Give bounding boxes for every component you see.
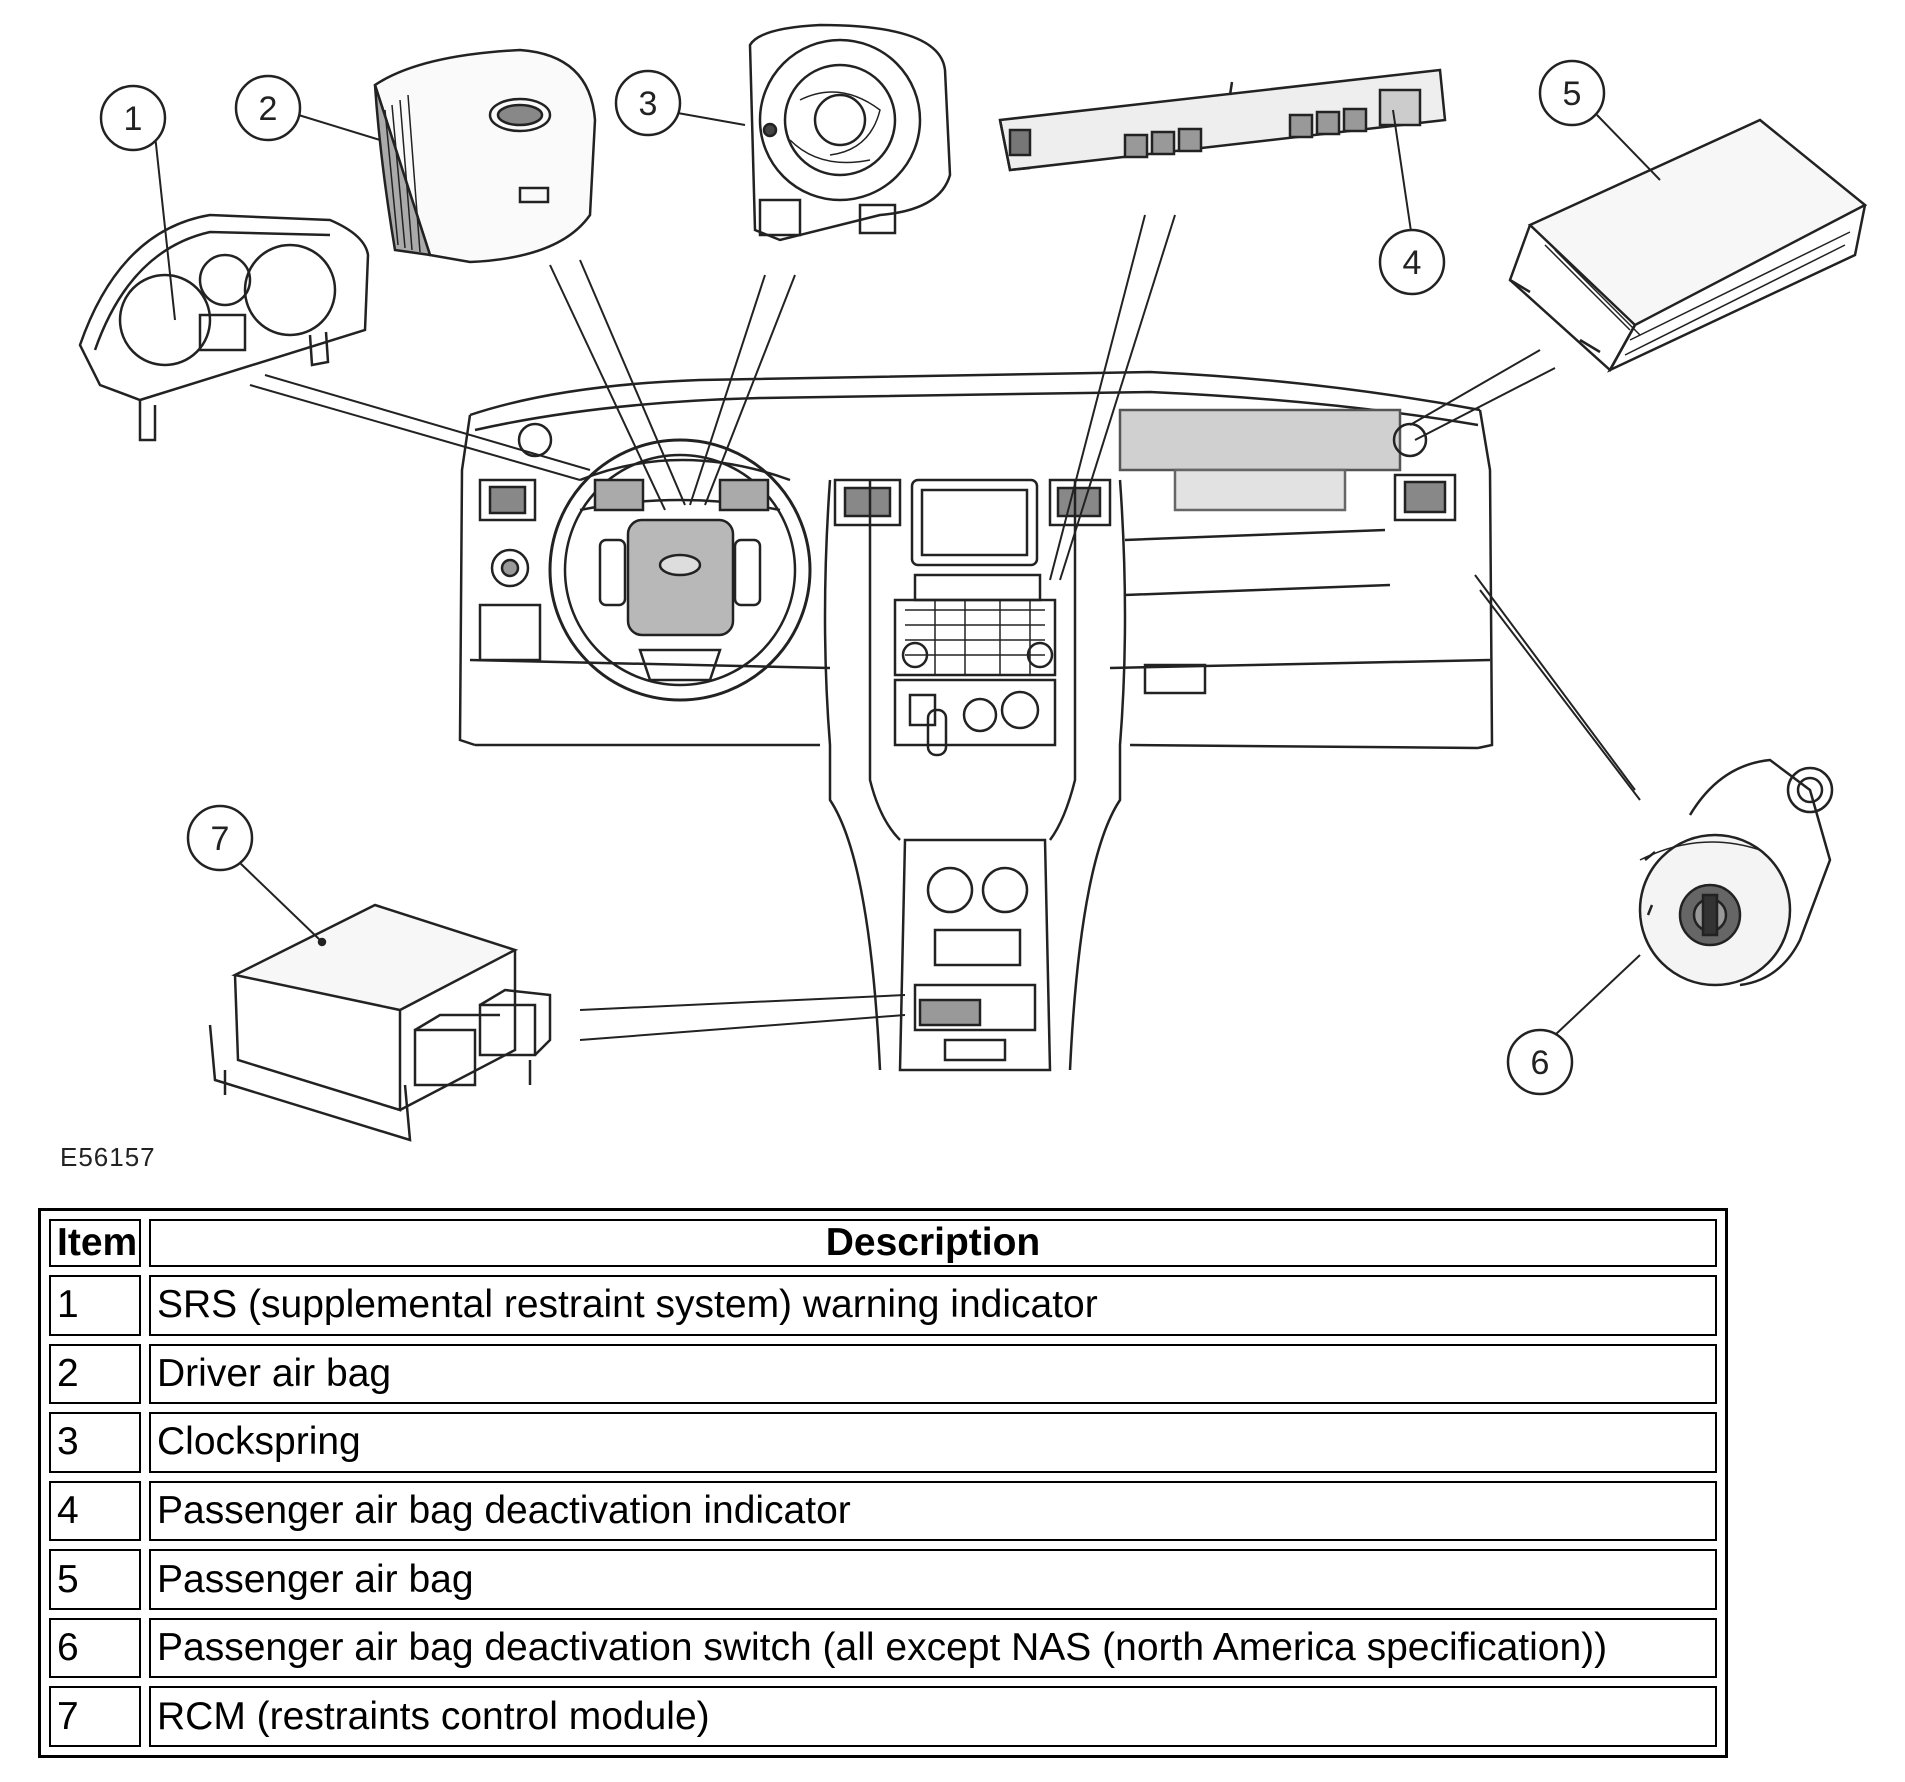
callout-1: 1: [99, 84, 167, 152]
callout-4-number: 4: [1403, 244, 1422, 282]
callout-5: 5: [1538, 59, 1606, 127]
leader-lines: [154, 109, 1661, 1041]
description-column-header: Description: [149, 1219, 1717, 1267]
table-row: 7 RCM (restraints control module): [49, 1686, 1717, 1747]
callout-2: 2: [234, 74, 302, 142]
instrument-cluster-illustration: [78, 213, 370, 442]
table-row: 5 Passenger air bag: [49, 1549, 1717, 1610]
callout-5-number: 5: [1563, 75, 1582, 113]
table-row: 6 Passenger air bag deactivation switch …: [49, 1617, 1717, 1679]
item-column-header: Item: [49, 1219, 141, 1267]
clockspring-illustration: [748, 23, 952, 242]
callout-3: 3: [614, 69, 682, 137]
item-number: 7: [49, 1686, 141, 1747]
callout-4: 4: [1378, 228, 1446, 296]
callout-1-number: 1: [124, 100, 143, 138]
callout-2-number: 2: [259, 90, 278, 128]
callout-6: 6: [1506, 1028, 1574, 1096]
rcm-illustration: [208, 903, 552, 1142]
callouts: 1 2 3 4 5 6 7: [99, 59, 1606, 1096]
table-row: 2 Driver air bag: [49, 1343, 1717, 1405]
item-description: Passenger air bag deactivation indicator: [149, 1480, 1717, 1542]
table-row: 3 Clockspring: [49, 1412, 1717, 1473]
item-description: SRS (supplemental restraint system) warn…: [149, 1275, 1717, 1336]
callout-7-number: 7: [211, 820, 230, 858]
legend-table: Item Description 1 SRS (supplemental res…: [38, 1208, 1728, 1758]
item-number: 3: [49, 1412, 141, 1473]
item-number: 1: [49, 1275, 141, 1336]
driver-airbag-illustration: [373, 48, 597, 264]
table-row: 4 Passenger air bag deactivation indicat…: [49, 1480, 1717, 1542]
deactivation-switch-illustration: [1638, 758, 1834, 987]
callout-3-number: 3: [639, 85, 658, 123]
item-number: 4: [49, 1480, 141, 1542]
item-description: RCM (restraints control module): [149, 1686, 1717, 1747]
legend-header-row: Item Description: [49, 1219, 1717, 1267]
item-number: 2: [49, 1343, 141, 1405]
item-number: 6: [49, 1617, 141, 1679]
item-description: Clockspring: [149, 1412, 1717, 1473]
item-number: 5: [49, 1549, 141, 1610]
srs-component-location-diagram: 1 2 3 4 5 6 7: [78, 23, 1868, 1142]
table-row: 1 SRS (supplemental restraint system) wa…: [49, 1275, 1717, 1336]
deactivation-indicator-illustration: [998, 68, 1447, 172]
item-description: Driver air bag: [149, 1343, 1717, 1405]
passenger-airbag-illustration: [1508, 118, 1868, 373]
callout-7: 7: [186, 804, 254, 872]
figure-id-label: E56157: [60, 1142, 156, 1172]
item-description: Passenger air bag deactivation switch (a…: [149, 1617, 1717, 1679]
dashboard-illustration: [458, 370, 1494, 1072]
callout-6-number: 6: [1531, 1044, 1550, 1082]
item-description: Passenger air bag: [149, 1549, 1717, 1610]
